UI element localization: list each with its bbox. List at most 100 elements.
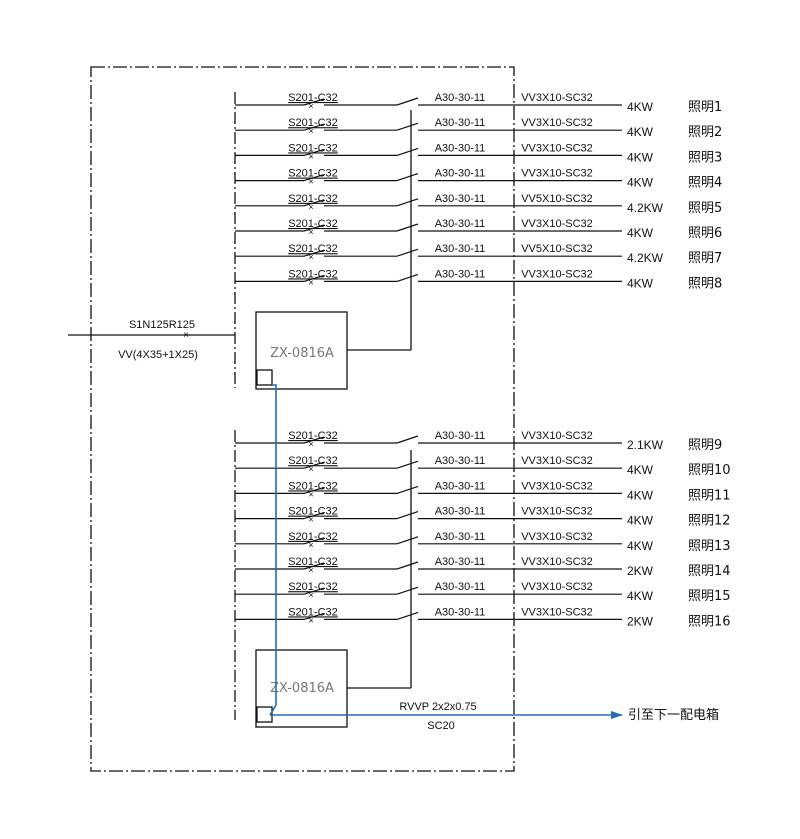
contactor-label: A30-30-11 [435, 193, 486, 205]
breaker-label: S201-C32 [288, 218, 338, 230]
controller-upper-port [256, 369, 273, 386]
panel-enclosure [90, 66, 515, 772]
load-power-label: 4KW [627, 589, 654, 603]
cable-label: VV5X10-SC32 [521, 243, 593, 255]
breaker-contact [303, 587, 325, 595]
cable-label: VV3X10-SC32 [521, 480, 593, 492]
contactor-label: A30-30-11 [435, 117, 486, 129]
cable-label: VV3X10-SC32 [521, 92, 593, 104]
breaker-label: S201-C32 [288, 92, 338, 104]
load-power-label: 4KW [627, 100, 654, 114]
contactor-label: A30-30-11 [435, 218, 486, 230]
breaker-contact [303, 123, 325, 131]
breaker-label: S201-C32 [288, 455, 338, 467]
contactor-contact [396, 435, 419, 444]
breaker-label: S201-C32 [288, 606, 338, 618]
load-power-label: 4KW [627, 125, 654, 139]
load-name-label: 照明1 [688, 100, 722, 115]
load-power-label: 4KW [627, 176, 654, 190]
cable-label: VV3X10-SC32 [521, 531, 593, 543]
breaker-contact [303, 174, 325, 182]
contactor-contact [396, 248, 419, 257]
breaker-contact [303, 249, 325, 257]
breaker-label: S201-C32 [288, 430, 338, 442]
cable-label: VV3X10-SC32 [521, 218, 593, 230]
contactor-label: A30-30-11 [435, 556, 486, 568]
contactor-contact [396, 511, 419, 520]
contactor-contact [396, 223, 419, 232]
breaker-contact [303, 148, 325, 156]
breaker-label: S201-C32 [288, 556, 338, 568]
contactor-contact [396, 122, 419, 131]
breaker-label: S201-C32 [288, 243, 338, 255]
contactor-label: A30-30-11 [435, 531, 486, 543]
cable-label: VV3X10-SC32 [521, 556, 593, 568]
breaker-label: S201-C32 [288, 193, 338, 205]
load-name-label: 照明11 [688, 488, 731, 503]
load-name-label: 照明3 [688, 150, 722, 165]
breaker-contact [303, 512, 325, 520]
contactor-label: A30-30-11 [435, 606, 486, 618]
contactor-contact [396, 147, 419, 156]
breaker-mark: × [308, 101, 313, 111]
breaker-mark: × [308, 439, 313, 449]
signal-cable-label: RVVP 2x2x0.75 [399, 701, 476, 713]
breaker-mark: × [308, 615, 313, 625]
incoming-cable-label: VV(4X35+1X25) [118, 349, 198, 361]
contactor-label: A30-30-11 [435, 268, 486, 280]
breaker-label: S201-C32 [288, 506, 338, 518]
signal-conduit-label: SC20 [427, 720, 455, 732]
contactor-label: A30-30-11 [435, 581, 486, 593]
breaker-label: S201-C32 [288, 480, 338, 492]
load-power-label: 4KW [627, 514, 654, 528]
load-name-label: 照明15 [688, 589, 731, 604]
load-name-label: 照明9 [688, 438, 722, 453]
cable-label: VV3X10-SC32 [521, 117, 593, 129]
breaker-mark: × [308, 177, 313, 187]
breaker-mark: × [308, 277, 313, 287]
load-power-label: 4KW [627, 539, 654, 553]
breaker-contact [303, 98, 325, 106]
breaker-contact [303, 612, 325, 620]
load-power-label: 4KW [627, 226, 654, 240]
breaker-mark: × [308, 464, 313, 474]
contactor-contact [396, 536, 419, 545]
controller-upper-label: ZX-0816A [270, 346, 334, 361]
load-power-label: 4KW [627, 488, 654, 502]
breaker-mark: × [308, 126, 313, 136]
breaker-mark: × [308, 515, 313, 525]
breaker-contact [303, 461, 325, 469]
breaker-contact [303, 199, 325, 207]
cable-label: VV3X10-SC32 [521, 268, 593, 280]
signal-destination-label: 引至下一配电箱 [628, 707, 719, 723]
load-name-label: 照明10 [688, 463, 731, 478]
load-power-label: 4KW [627, 276, 654, 290]
contactor-contact [396, 173, 419, 182]
breaker-label: S201-C32 [288, 531, 338, 543]
breaker-contact [303, 436, 325, 444]
load-name-label: 照明2 [688, 125, 722, 140]
load-power-label: 4KW [627, 463, 654, 477]
contactor-label: A30-30-11 [435, 243, 486, 255]
breaker-mark: × [308, 565, 313, 575]
contactor-label: A30-30-11 [435, 430, 486, 442]
controller-lower-label: ZX-0816A [270, 681, 334, 696]
load-name-label: 照明8 [688, 276, 722, 291]
breaker-contact [303, 274, 325, 282]
contactor-label: A30-30-11 [435, 168, 486, 180]
contactor-contact [396, 198, 419, 207]
load-name-label: 照明14 [688, 564, 731, 579]
incoming-breaker-label: S1N125R125 [129, 319, 195, 331]
load-power-label: 4.2KW [627, 251, 664, 265]
